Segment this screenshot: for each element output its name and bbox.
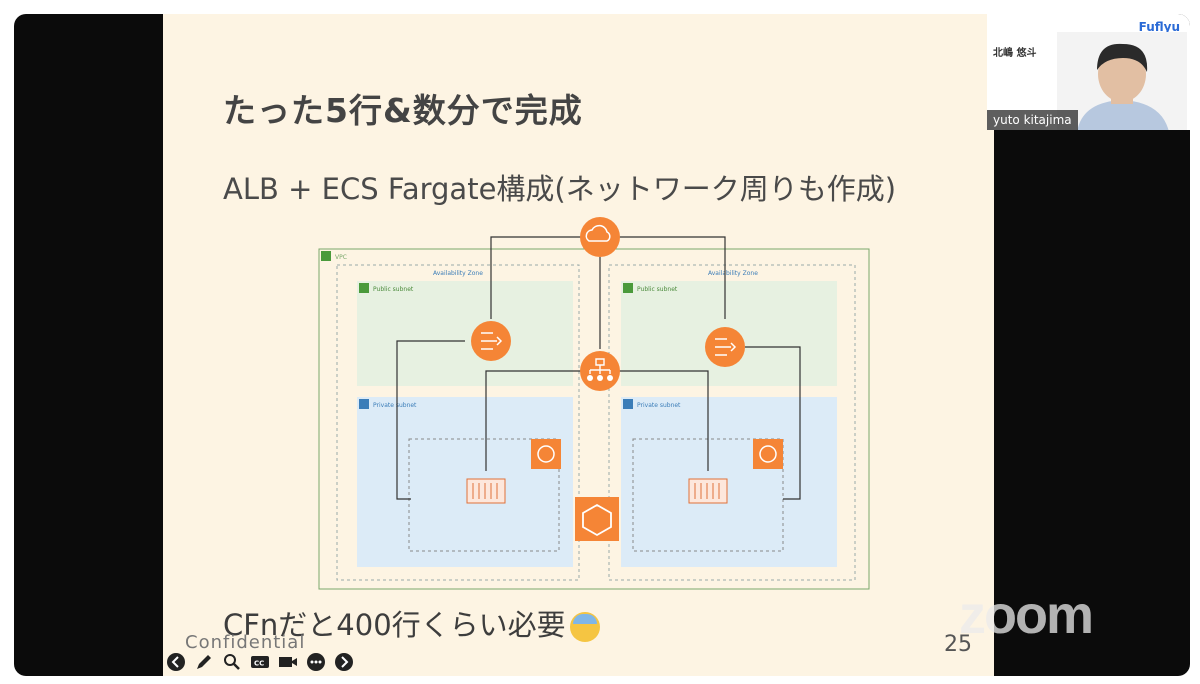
internet-gateway-icon	[580, 217, 620, 257]
az-right-label: Availability Zone	[708, 270, 758, 277]
pen-icon[interactable]	[193, 651, 215, 673]
az-right	[608, 264, 856, 581]
connectors	[396, 236, 801, 501]
vpc-icon	[321, 251, 331, 261]
svg-text:CC: CC	[254, 660, 264, 668]
speaker-name-jp: 北嶋 悠斗	[993, 48, 1037, 59]
company-logo: Fuflyu	[1138, 20, 1180, 34]
private-subnet-right	[621, 397, 837, 567]
vpc-label: VPC	[335, 254, 347, 261]
private-subnet-right-label: Private subnet	[637, 402, 681, 409]
slide-subtitle: ALB + ECS Fargate構成(ネットワーク周りも作成)	[223, 172, 897, 206]
participant-video-tile[interactable]: Fuflyu 北嶋 悠斗 yuto kitajima	[987, 14, 1190, 130]
cc-icon[interactable]: CC	[249, 651, 271, 673]
prev-icon[interactable]	[165, 651, 187, 673]
fargate-icon-left	[531, 439, 561, 469]
slide-toolbar: CC	[165, 650, 355, 674]
fargate-icon-right	[753, 439, 783, 469]
zoom-icon[interactable]	[221, 651, 243, 673]
zoom-window: たった5行&数分で完成 ALB + ECS Fargate構成(ネットワーク周り…	[14, 14, 1190, 676]
speaker-avatar	[1057, 32, 1187, 130]
az-left	[336, 264, 580, 581]
subnet-icon	[623, 283, 633, 293]
presentation-slide: たった5行&数分で完成 ALB + ECS Fargate構成(ネットワーク周り…	[163, 14, 994, 676]
speaker-namecard: 北嶋 悠斗	[993, 48, 1063, 60]
architecture-diagram: VPC Availability Zone Availability Zone …	[318, 217, 870, 590]
public-subnet-left	[357, 281, 573, 386]
subnet-icon	[623, 399, 633, 409]
zoom-watermark: zoom	[959, 585, 1094, 645]
next-icon[interactable]	[333, 651, 355, 673]
public-subnet-right-label: Public subnet	[637, 286, 678, 293]
private-subnet-left	[357, 397, 573, 567]
more-icon[interactable]	[305, 651, 327, 673]
slide-note: CFnだと400行くらい必要	[223, 602, 600, 644]
ecs-service-box-left	[408, 438, 560, 552]
private-subnet-left-label: Private subnet	[373, 402, 417, 409]
participant-name-badge: yuto kitajima	[987, 110, 1078, 130]
slide-note-text: CFnだと400行くらい必要	[223, 608, 566, 642]
slide-title: たった5行&数分で完成	[223, 91, 583, 130]
subnet-icon	[359, 283, 369, 293]
confidential-label: Confidential	[185, 632, 306, 653]
anxious-face-icon	[569, 612, 600, 642]
public-subnet-left-label: Public subnet	[373, 286, 414, 293]
subnet-icon	[359, 399, 369, 409]
video-icon[interactable]	[277, 651, 299, 673]
az-left-label: Availability Zone	[433, 270, 483, 277]
page-number: 25	[944, 632, 972, 657]
